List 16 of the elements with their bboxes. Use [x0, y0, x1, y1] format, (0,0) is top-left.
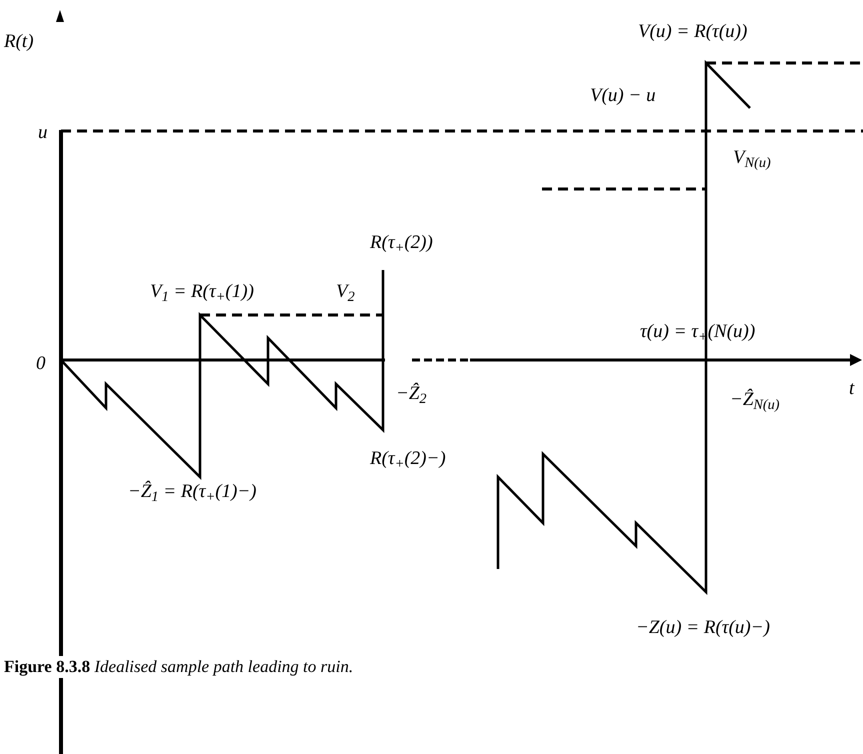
axis-label: t — [849, 377, 854, 401]
math-label: V$_{2}$ — [336, 280, 355, 304]
axis-label: 0 — [36, 352, 46, 376]
math-label: R(τ$_{+}$(2)) — [370, 231, 433, 255]
math-label: R(τ$_{+}$(2)−) — [370, 447, 446, 471]
math-label: V(u) − u — [590, 84, 656, 108]
math-label: −Z(u) = R(τ(u)−) — [636, 616, 770, 640]
math-label: −Ẑ$_{2}$ — [396, 382, 427, 406]
math-label: −Ẑ$_{1}$ = R(τ$_{+}$(1)−) — [128, 480, 257, 504]
axis-label: R(t) — [4, 30, 34, 54]
axis-label: u — [38, 121, 48, 145]
math-label: V$_{1}$ = R(τ$_{+}$(1)) — [150, 280, 254, 304]
math-label: −Ẑ$_{N(u)}$ — [730, 388, 780, 412]
figure-caption: Figure 8.3.8 Idealised sample path leading to ruin. — [4, 656, 354, 678]
math-label: V$_{N(u)}$ — [733, 146, 771, 170]
math-label: V(u) = R(τ(u)) — [638, 20, 748, 44]
